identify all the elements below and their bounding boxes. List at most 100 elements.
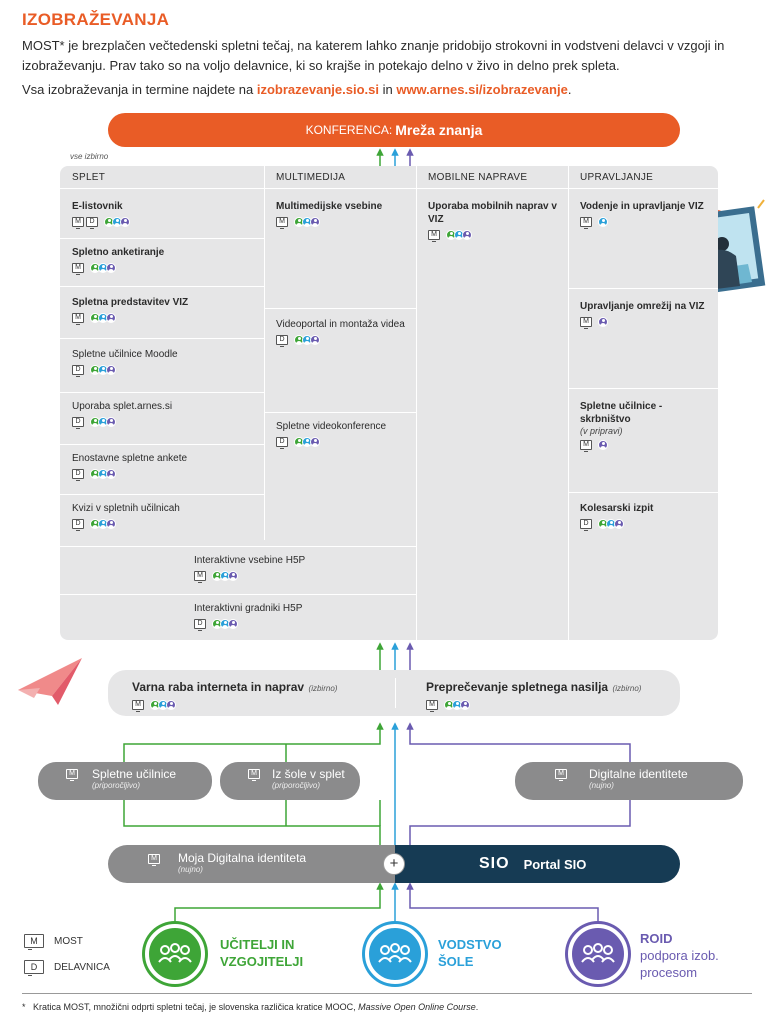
course-spletne-ucilnice[interactable]: M Spletne učilnice (priporočljivo) bbox=[38, 762, 212, 800]
roid-icon bbox=[106, 417, 116, 427]
audience-line: VODSTVO bbox=[438, 937, 502, 952]
course-title: Moja Digitalna identiteta bbox=[178, 851, 307, 865]
link-izobrazevanje-sio[interactable]: izobrazevanje.sio.si bbox=[256, 82, 379, 97]
audience-line: procesom bbox=[640, 965, 698, 980]
most-icon: M bbox=[276, 217, 288, 229]
legend-label: DELAVNICA bbox=[54, 961, 110, 973]
course-title: Multimedijske vsebine bbox=[276, 201, 383, 212]
course-title: Interaktivni gradniki H5P bbox=[194, 603, 303, 614]
most-icon: M bbox=[194, 571, 206, 583]
course-meta: D bbox=[72, 519, 257, 531]
column-header-multimedija: MULTIMEDIJA bbox=[276, 172, 346, 183]
course-meta: D bbox=[276, 335, 408, 347]
course-title: Varna raba interneta in naprav bbox=[132, 680, 305, 694]
delavnica-icon: D bbox=[194, 619, 206, 631]
portal-sio-label: Portal SIO bbox=[523, 856, 587, 872]
audience-icons bbox=[598, 440, 608, 450]
safety-bar: Varna raba interneta in naprav (izbirno)… bbox=[108, 670, 680, 716]
delavnica-icon: D bbox=[276, 335, 288, 347]
course-meta: D bbox=[580, 519, 710, 531]
course-title: Spletna predstavitev VIZ bbox=[72, 297, 189, 308]
leadership-icon bbox=[598, 217, 608, 227]
portal-sio[interactable]: SIO Portal SIO bbox=[395, 845, 680, 883]
conference-prefix: KONFERENCA: bbox=[305, 123, 393, 137]
course-grid: SPLET MULTIMEDIJA MOBILNE NAPRAVE UPRAVL… bbox=[60, 166, 718, 640]
course-cell[interactable]: Interaktivne vsebine H5P M bbox=[194, 554, 404, 583]
course-varna-raba[interactable]: Varna raba interneta in naprav (izbirno)… bbox=[132, 678, 337, 712]
course-meta: M bbox=[428, 230, 560, 242]
sio-logo-icon: SIO bbox=[479, 855, 510, 872]
links-text: Vsa izobraževanja in termine najdete na … bbox=[22, 80, 752, 100]
course-note: (izbirno) bbox=[612, 684, 642, 693]
roid-icon bbox=[598, 317, 608, 327]
row-divider bbox=[60, 546, 416, 547]
row-divider bbox=[60, 286, 264, 287]
course-digitalne-identitete[interactable]: M Digitalne identitete (nujno) bbox=[515, 762, 743, 800]
roid-icon bbox=[106, 469, 116, 479]
conference-name: Mreža znanja bbox=[395, 122, 483, 138]
course-meta: M bbox=[580, 317, 710, 329]
roid-icon bbox=[598, 440, 608, 450]
row-divider bbox=[60, 392, 264, 393]
links-prefix: Vsa izobraževanja in termine najdete na bbox=[22, 82, 257, 97]
row-divider bbox=[568, 288, 718, 289]
roid-icon bbox=[460, 700, 470, 710]
course-note: (nujno) bbox=[589, 781, 614, 790]
conference-banner[interactable]: KONFERENCA: Mreža znanja bbox=[108, 113, 680, 147]
delavnica-icon: D bbox=[72, 469, 84, 481]
course-note: (v pripravi) bbox=[580, 426, 623, 436]
links-mid: in bbox=[378, 82, 397, 97]
course-title: Kvizi v spletnih učilnicah bbox=[72, 503, 180, 514]
course-title: Preprečevanje spletnega nasilja bbox=[426, 680, 609, 694]
course-title: Interaktivne vsebine H5P bbox=[194, 555, 306, 566]
course-meta: D bbox=[72, 469, 257, 481]
roid-icon bbox=[106, 365, 116, 375]
link-arnes-izobrazevanje[interactable]: www.arnes.si/izobrazevanje bbox=[396, 82, 568, 97]
most-icon: M bbox=[72, 313, 84, 325]
course-meta: M bbox=[132, 700, 337, 712]
footnote-end: . bbox=[475, 1002, 479, 1012]
audience-teachers-label: UČITELJI IN VZGOJITELJI bbox=[220, 936, 303, 970]
col-divider bbox=[568, 166, 569, 640]
footer-divider bbox=[22, 993, 752, 994]
course-title: Spletne videokonference bbox=[276, 421, 387, 432]
course-title: Spletno anketiranje bbox=[72, 247, 165, 258]
course-iz-sole-v-splet[interactable]: M Iz šole v splet (priporočljivo) bbox=[220, 762, 360, 800]
audience-icons bbox=[90, 469, 116, 479]
course-cell[interactable]: Interaktivni gradniki H5P D bbox=[194, 602, 404, 631]
course-cell[interactable]: Vodenje in upravljanje VIZ M bbox=[580, 200, 710, 229]
course-title: Kolesarski izpit bbox=[580, 503, 654, 514]
roid-icon bbox=[166, 700, 176, 710]
audience-icons bbox=[150, 700, 176, 710]
course-title: Vodenje in upravljanje VIZ bbox=[580, 201, 704, 212]
course-cell[interactable]: Spletne učilnice - skrbništvo(v pripravi… bbox=[580, 400, 710, 452]
roid-icon bbox=[120, 217, 130, 227]
legend-box: D bbox=[24, 960, 44, 976]
course-cell[interactable]: Spletna predstavitev VIZ M bbox=[72, 296, 257, 325]
column-header-mobilne: MOBILNE NAPRAVE bbox=[428, 172, 528, 183]
links-suffix: . bbox=[567, 82, 572, 97]
course-moja-digitalna-identiteta[interactable]: M Moja Digitalna identiteta (nujno) bbox=[108, 845, 400, 883]
audience-icons bbox=[294, 335, 320, 345]
course-meta: M bbox=[580, 217, 710, 229]
footnote-italic: Massive Open Online Course bbox=[358, 1002, 476, 1012]
audience-icons bbox=[598, 217, 608, 227]
column-header-upravljanje: UPRAVLJANJE bbox=[580, 172, 654, 183]
course-meta: D bbox=[194, 619, 404, 631]
most-icon: M bbox=[580, 217, 592, 229]
page-title: IZOBRAŽEVANJA bbox=[22, 10, 170, 29]
course-preprecevanje[interactable]: Preprečevanje spletnega nasilja (izbirno… bbox=[426, 678, 642, 712]
